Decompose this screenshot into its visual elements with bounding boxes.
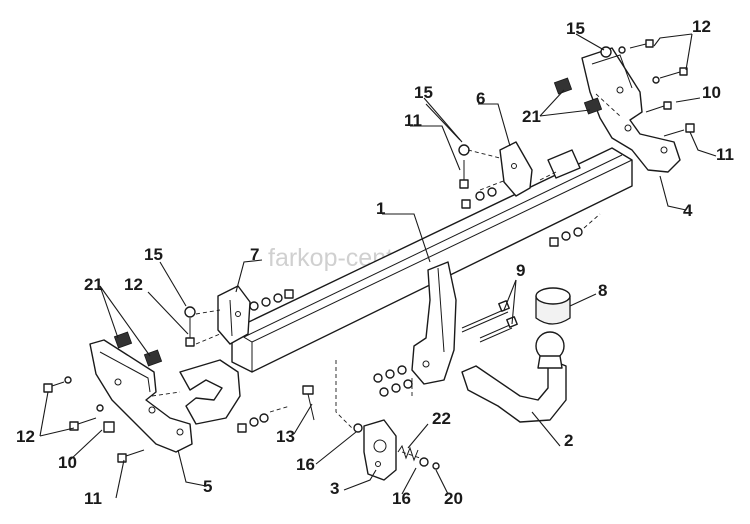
assembly-guides xyxy=(151,93,621,459)
label-9: 9 xyxy=(516,261,525,280)
label-10-right: 10 xyxy=(702,83,721,102)
spring xyxy=(397,444,419,462)
label-11-right: 11 xyxy=(716,145,734,164)
label-6: 6 xyxy=(476,89,485,108)
label-4: 4 xyxy=(683,201,693,220)
label-10-left: 10 xyxy=(58,453,77,472)
label-13: 13 xyxy=(276,427,295,446)
label-7: 7 xyxy=(250,245,259,264)
callout-labels: 1 2 3 4 5 6 7 8 9 10 10 11 11 11 12 12 1… xyxy=(16,17,734,508)
socket-mount-bracket xyxy=(411,261,457,385)
fasteners-left-bracket xyxy=(43,306,196,463)
bolt-13 xyxy=(302,385,315,421)
label-15-center: 15 xyxy=(414,83,433,102)
washers-16-20 xyxy=(353,423,440,470)
right-side-bracket xyxy=(547,47,681,179)
left-mounting-plate xyxy=(217,285,251,345)
label-1: 1 xyxy=(376,199,385,218)
fastener-set-left-upper xyxy=(249,289,294,311)
label-22: 22 xyxy=(432,409,451,428)
fastener-set-right-lower xyxy=(549,227,583,247)
bolts-9 xyxy=(461,300,518,343)
label-21-right: 21 xyxy=(522,107,541,126)
right-mounting-plate xyxy=(499,141,533,197)
label-12-left: 12 xyxy=(16,427,35,446)
label-3: 3 xyxy=(330,479,339,498)
label-11-center: 11 xyxy=(404,111,422,130)
socket-plate xyxy=(363,419,397,481)
label-16-left: 16 xyxy=(296,455,315,474)
label-15-left: 15 xyxy=(144,245,163,264)
label-11-left: 11 xyxy=(84,489,102,508)
label-8: 8 xyxy=(598,281,607,300)
fasteners-right-bracket xyxy=(458,39,695,189)
fastener-set-center xyxy=(373,365,413,397)
label-16-right: 16 xyxy=(392,489,411,508)
label-15-right: 15 xyxy=(566,19,585,38)
label-5: 5 xyxy=(203,477,212,496)
ball-cap xyxy=(535,287,571,325)
label-21-left: 21 xyxy=(84,275,103,294)
leader-lines xyxy=(39,33,717,499)
left-side-bracket xyxy=(89,339,241,453)
fastener-set-right-upper xyxy=(461,187,497,209)
label-20: 20 xyxy=(444,489,463,508)
label-12-center: 12 xyxy=(124,275,143,294)
label-12-right: 12 xyxy=(692,17,711,36)
label-2: 2 xyxy=(564,431,573,450)
fastener-set-left-lower xyxy=(237,413,269,433)
tow-ball-neck xyxy=(461,331,567,423)
